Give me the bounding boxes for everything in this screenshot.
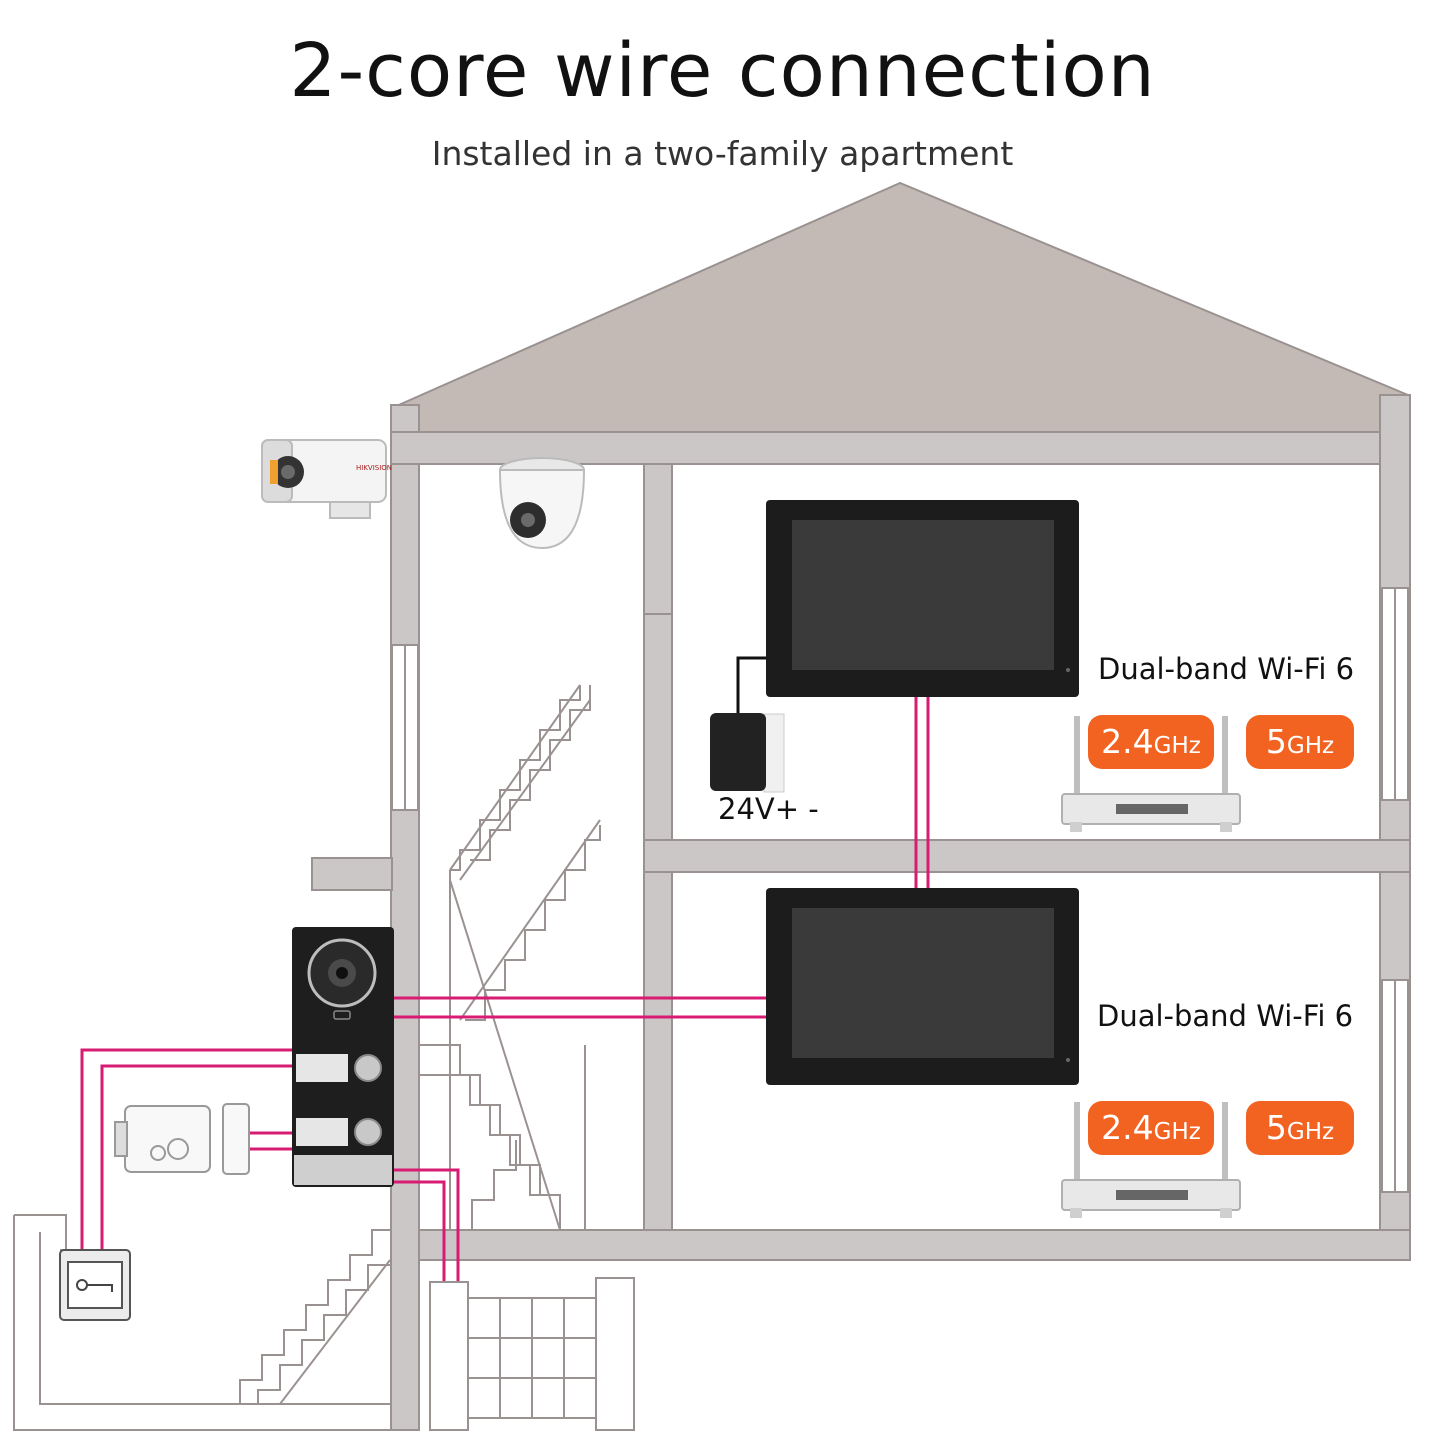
power-label: 24V+ -: [718, 792, 819, 826]
gate: [429, 1277, 635, 1431]
lower-band-24-badge: 2.4GHz: [1088, 1101, 1214, 1155]
electric-lock: [114, 1103, 250, 1175]
lower-router: [1061, 1102, 1241, 1218]
band-unit: GHz: [1286, 1119, 1335, 1145]
lower-monitor: [766, 888, 1079, 1085]
page-subtitle: Installed in a two-family apartment: [431, 134, 1014, 173]
upper-band-24-badge: 2.4GHz: [1088, 715, 1214, 769]
band-value: 2.4: [1101, 1108, 1154, 1147]
windows: [391, 587, 1409, 1193]
page-title: 2-core wire connection: [289, 28, 1156, 114]
upper-band-5-badge: 5GHz: [1246, 715, 1354, 769]
upper-wifi-label: Dual-band Wi-Fi 6: [1098, 652, 1355, 686]
basement: [13, 1214, 419, 1431]
upper-monitor: [766, 500, 1079, 697]
band-value: 2.4: [1101, 722, 1154, 761]
upper-router: [1061, 716, 1241, 832]
band-unit: GHz: [1153, 1119, 1201, 1145]
staircase: [239, 684, 601, 1405]
band-unit: GHz: [1153, 733, 1201, 759]
lower-band-5-badge: 5GHz: [1246, 1101, 1354, 1155]
bullet-camera: HIKVISION: [261, 439, 392, 519]
roof: [391, 181, 1409, 433]
band-unit: GHz: [1286, 733, 1335, 759]
dome-camera: [498, 457, 586, 550]
door-station: [292, 927, 394, 1187]
wires: [80, 697, 930, 1282]
camera-brand-text: HIKVISION: [356, 464, 392, 472]
band-value: 5: [1265, 722, 1287, 761]
band-value: 5: [1265, 1108, 1287, 1147]
lower-wifi-label: Dual-band Wi-Fi 6: [1097, 999, 1354, 1033]
exit-button: [59, 1249, 131, 1321]
power-adapter: [710, 656, 785, 793]
